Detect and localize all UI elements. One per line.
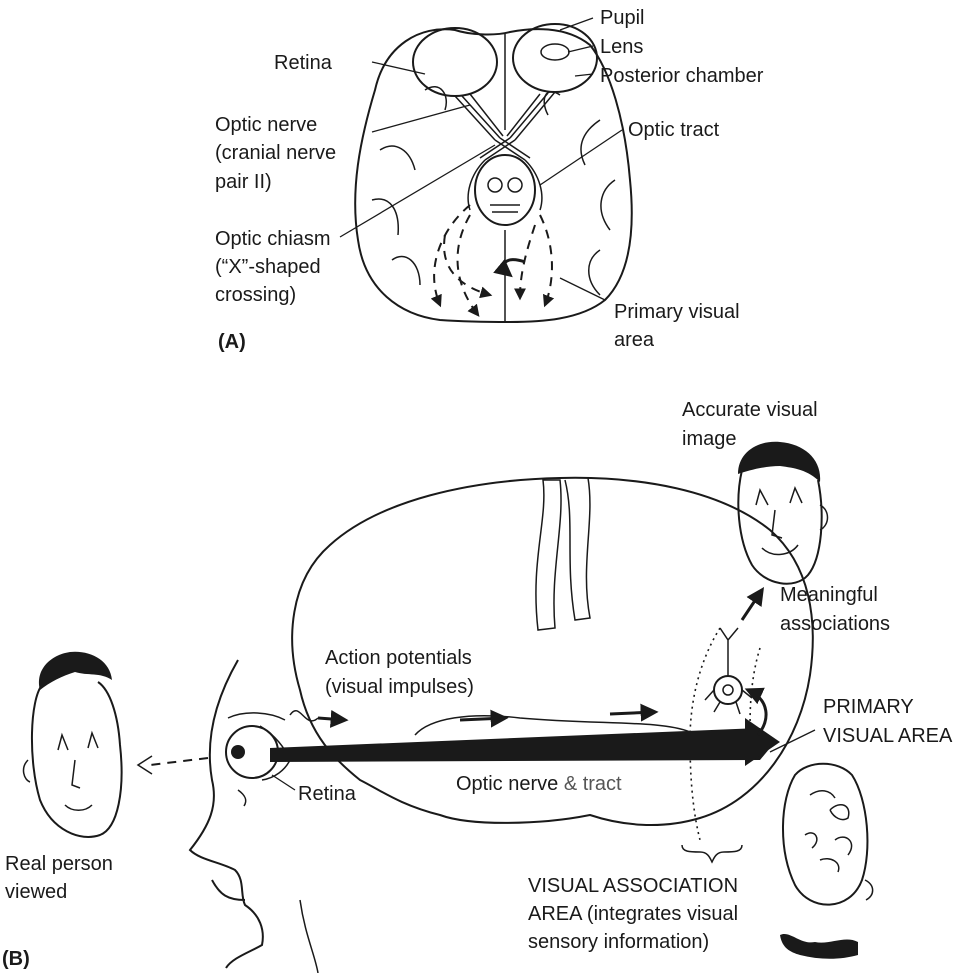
leader-retina-b <box>272 775 295 790</box>
label-optic-nerve-2: (cranial nerve <box>215 142 336 164</box>
association-brace <box>682 845 742 862</box>
face-profile <box>190 660 263 968</box>
panel-a-leaders <box>340 18 622 300</box>
dashed-view-arrow <box>150 758 208 765</box>
label-optic-chiasm-2: (“X”-shaped <box>215 256 321 278</box>
label-primary-visual-b-2: VISUAL AREA <box>823 725 953 747</box>
label-primary-visual-a-2: area <box>614 329 655 351</box>
label-action-potentials-2: (visual impulses) <box>325 676 474 698</box>
impulse-arrow-3 <box>610 712 655 714</box>
leader-lens <box>568 46 593 52</box>
accurate-image-head <box>738 442 828 584</box>
label-pupil: Pupil <box>600 7 644 29</box>
scrambled-features <box>805 791 873 900</box>
radiation-dashed-left-3 <box>444 235 490 295</box>
label-optic-tract: Optic tract <box>628 119 720 141</box>
dashed-view-arrowhead <box>138 756 152 774</box>
label-real-person-1: Real person <box>5 853 113 875</box>
label-optic-nerve-1: Optic nerve <box>215 114 317 136</box>
leader-optic-nerve <box>372 105 470 132</box>
right-eyeball <box>513 24 597 92</box>
brainstem-lines <box>490 205 520 212</box>
label-accurate-image-2: image <box>682 428 736 450</box>
scrambled-face-outline <box>783 764 867 905</box>
radiation-dashed-left-2 <box>458 215 478 315</box>
neuron-dendrites <box>705 628 752 714</box>
label-primary-visual-a-1: Primary visual <box>614 301 740 323</box>
impulse-arrow-1 <box>318 718 345 720</box>
brainstem-detail-right <box>508 178 522 192</box>
impulse-wave <box>290 711 318 721</box>
brainstem-detail-left <box>488 178 502 192</box>
label-lens: Lens <box>600 36 643 58</box>
temporal-lobe <box>415 716 690 735</box>
panel-a-tag: (A) <box>218 331 246 353</box>
accurate-hair <box>738 442 820 482</box>
panel-a-brain-illustration <box>355 24 632 322</box>
label-optic-nerve-tract: Optic nerve & tract <box>456 773 622 795</box>
label-visual-association-3: sensory information) <box>528 931 709 953</box>
leader-optic-tract <box>540 130 622 185</box>
optic-tracts <box>468 160 542 210</box>
lens-shape <box>541 44 569 60</box>
brain-folds <box>372 87 615 295</box>
label-optic-chiasm-3: crossing) <box>215 284 296 306</box>
label-accurate-image-1: Accurate visual <box>682 399 818 421</box>
brainstem <box>475 155 535 225</box>
neuron-cell <box>714 676 742 704</box>
optic-nerve-wedge <box>270 728 775 762</box>
leader-primary-visual-a <box>560 278 605 300</box>
label-meaningful-2: associations <box>780 613 890 635</box>
pupil-b <box>231 745 245 759</box>
radiation-dashed-right <box>540 215 552 305</box>
real-person-head <box>24 652 122 837</box>
panel-b-tag: (B) <box>2 948 30 970</box>
label-meaningful-1: Meaningful <box>780 584 878 606</box>
label-posterior-chamber: Posterior chamber <box>600 65 764 87</box>
label-action-potentials-1: Action potentials <box>325 647 472 669</box>
label-primary-visual-b-1: PRIMARY <box>823 696 914 718</box>
label-real-person-2: viewed <box>5 881 67 903</box>
label-optic-nerve-3: pair II) <box>215 171 272 193</box>
label-visual-association-2: AREA (integrates visual <box>528 903 738 925</box>
scrambled-image-head <box>780 764 873 959</box>
central-sulcus <box>536 478 590 630</box>
label-retina-a: Retina <box>274 52 333 74</box>
face-neck <box>300 900 318 973</box>
meaningful-arrow <box>742 590 762 620</box>
accurate-face-outline <box>738 470 821 584</box>
label-retina-b: Retina <box>298 783 357 805</box>
radiation-dashed-left <box>434 205 470 305</box>
face-nose-detail <box>238 790 246 806</box>
scrambled-hair <box>780 934 858 959</box>
impulse-arrow-2 <box>460 718 505 720</box>
panel-b-illustration <box>138 478 815 973</box>
face-eyebrow <box>228 713 285 720</box>
neuron-nucleus <box>723 685 733 695</box>
label-optic-chiasm-1: Optic chiasm <box>215 228 331 250</box>
real-person-face-outline <box>32 682 122 837</box>
leader-optic-chiasm <box>340 145 495 237</box>
left-eyeball <box>413 28 497 96</box>
label-visual-association-1: VISUAL ASSOCIATION <box>528 875 738 897</box>
accurate-features <box>756 488 828 554</box>
